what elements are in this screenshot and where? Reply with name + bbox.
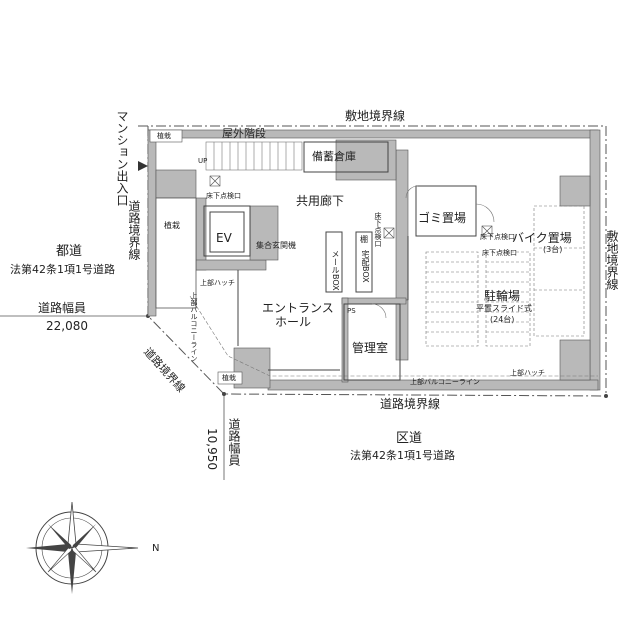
garbage-room-label: ゴミ置場 <box>418 211 467 225</box>
ps-label: PS <box>347 307 356 315</box>
outdoor-stairs-steps <box>205 141 303 171</box>
bike-count-label: (3台) <box>543 245 563 254</box>
metro-road-name: 都道 <box>56 244 83 259</box>
floor-hatch-label-1: 床下点検口 <box>206 192 241 200</box>
planting-label-bottom: 植栽 <box>222 374 236 382</box>
corridor-label: 共用廊下 <box>296 194 345 208</box>
up-label: UP <box>198 157 208 165</box>
floor-hatch-label-4: 床下点検口 <box>482 249 517 257</box>
entrance-hall-label: エントランス <box>262 301 334 315</box>
mansion-entrance-label: マンション出入口 <box>115 110 129 206</box>
bicycle-stalls <box>425 251 531 347</box>
compass-icon <box>26 501 139 594</box>
floor-hatch-symbols <box>209 175 493 239</box>
entrance-machine-label: 集合玄関機 <box>256 241 296 250</box>
planting-label-top: 植栽 <box>157 132 171 140</box>
upper-hatch-label-2: 上部ハッチ <box>510 369 545 377</box>
storage-label: 備蓄倉庫 <box>312 150 356 163</box>
road-boundary-left-label: 道路境界線 <box>127 200 141 260</box>
planting-label-left: 植栽 <box>164 221 180 230</box>
ward-road-width-label: 道路幅員 <box>227 418 241 466</box>
floor-hatch-label-3: 床下点検口 <box>480 233 515 241</box>
floor-hatch-label-2: 床下点検口 <box>374 212 382 247</box>
ward-road-name: 区道 <box>396 431 423 446</box>
delivery-box-label: 宅配BOX <box>361 250 370 283</box>
bike-stalls <box>533 205 585 337</box>
planting-area <box>155 197 197 309</box>
upper-hatch-label-1: 上部ハッチ <box>200 279 235 287</box>
shelf-label: 棚 <box>360 235 368 244</box>
bicycle-parking-label: 駐輪場 <box>484 289 521 303</box>
metro-road-law: 法第42条1項1号道路 <box>10 263 115 276</box>
manager-room-label: 管理室 <box>352 341 389 355</box>
site-boundary-line <box>138 125 607 396</box>
upper-balcony-line-label-2: 上部バルコニーライン <box>190 292 198 362</box>
metro-road-width-value: 22,080 <box>46 319 88 333</box>
bike-parking-label: バイク置場 <box>512 231 572 245</box>
site-boundary-right-label: 敷地境界線 <box>605 230 619 290</box>
compass-north-label: N <box>152 543 160 554</box>
bicycle-count-label: (24台) <box>490 315 515 324</box>
mail-box-label: メールBOX <box>331 250 340 291</box>
ward-road-law: 法第42条1項1号道路 <box>350 449 455 462</box>
entrance-arrow <box>138 161 148 171</box>
site-boundary-top-label: 敷地境界線 <box>345 109 406 123</box>
upper-balcony-line-label: 上部バルコニーライン <box>410 378 480 386</box>
bicycle-type-label: 平置スライド式 <box>476 304 532 313</box>
road-boundary-bottom-label: 道路境界線 <box>380 397 441 411</box>
metro-road-width-label: 道路幅員 <box>38 301 87 315</box>
ev-label: EV <box>216 231 232 245</box>
entrance-hall-label-2: ホール <box>275 315 312 329</box>
outdoor-stairs-label: 屋外階段 <box>222 127 266 140</box>
ward-road-width-value: 10,950 <box>205 428 219 470</box>
